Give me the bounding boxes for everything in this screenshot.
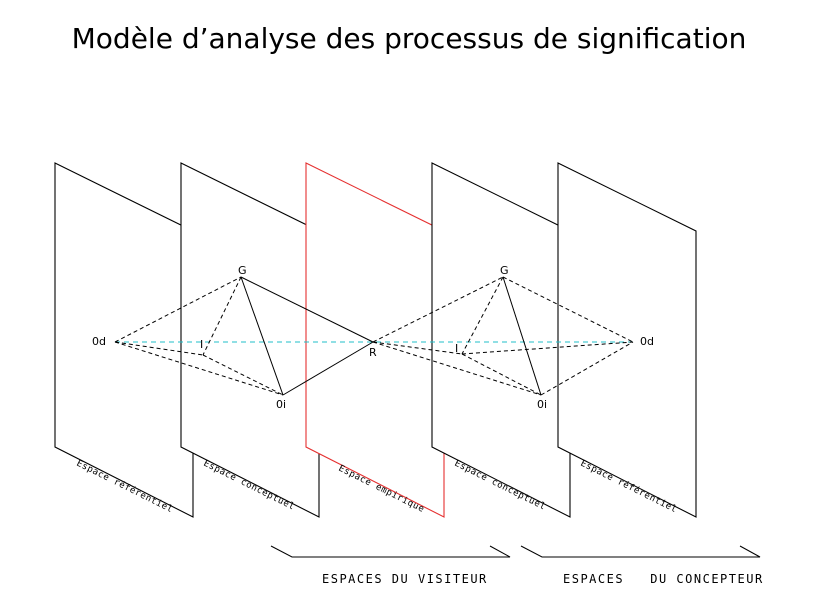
page-title: Modèle d’analyse des processus de signif… — [71, 22, 747, 55]
point-label-center-r: R — [369, 346, 377, 359]
point-label-left-oi: 0i — [276, 398, 286, 411]
point-label-right-oi: 0i — [537, 398, 547, 411]
designer-bracket — [520, 545, 761, 558]
visitor-group-label: ESPACES DU VISITEUR — [322, 572, 488, 586]
left-tetrahedron — [114, 276, 374, 396]
point-label-left-i: I — [200, 338, 203, 351]
designer-group-label: ESPACES DU CONCEPTEUR — [563, 572, 764, 586]
plane-referential-right — [557, 162, 697, 518]
plane-conceptual-right — [431, 162, 571, 518]
visitor-bracket — [270, 545, 511, 558]
point-label-right-ref: 0d — [640, 335, 654, 348]
point-label-right-g: G — [500, 264, 509, 277]
point-label-left-g: G — [238, 264, 247, 277]
plane-referential-left — [54, 162, 194, 518]
point-label-left-ref: 0d — [92, 335, 106, 348]
plane-empirical — [305, 162, 445, 518]
plane-conceptual-left — [180, 162, 320, 518]
point-label-right-i: I — [455, 342, 458, 355]
right-tetrahedron — [372, 276, 634, 396]
